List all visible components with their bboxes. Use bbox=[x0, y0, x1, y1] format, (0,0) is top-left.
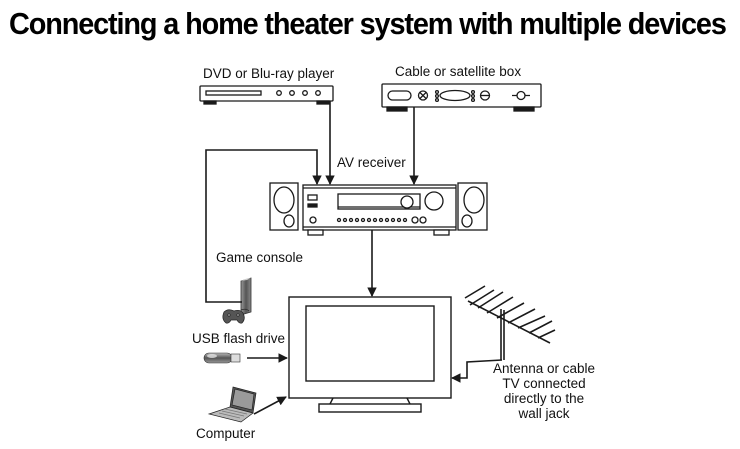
antenna-icon bbox=[464, 285, 556, 360]
dvd-label: DVD or Blu-ray player bbox=[203, 66, 335, 81]
diagram-title: Connecting a home theater system with mu… bbox=[9, 6, 727, 41]
antenna-label: Antenna or cable TV connected directly t… bbox=[488, 361, 600, 421]
set-top-box-icon bbox=[381, 83, 542, 112]
antenna-label-line: Antenna or cable bbox=[492, 361, 596, 376]
usb-drive-icon bbox=[203, 352, 241, 364]
tv-icon bbox=[288, 296, 452, 413]
av-receiver-label: AV receiver bbox=[337, 155, 406, 170]
computer-to-tv-arrow bbox=[253, 396, 287, 415]
receiver-buttons bbox=[336, 216, 427, 224]
usb-drive-label: USB flash drive bbox=[192, 331, 286, 346]
left-speaker-icon bbox=[269, 182, 299, 231]
right-speaker-icon bbox=[457, 182, 488, 231]
antenna-label-line: TV connected bbox=[502, 376, 586, 391]
av-receiver-icon bbox=[302, 184, 457, 236]
game-console-to-receiver-cable bbox=[205, 149, 322, 303]
dvd-player-icon bbox=[199, 85, 334, 105]
game-console-icon bbox=[222, 277, 252, 324]
antenna-label-line: directly to the bbox=[503, 391, 585, 406]
game-console-label: Game console bbox=[216, 250, 304, 265]
antenna-label-line: wall jack bbox=[518, 406, 570, 421]
gamepad-icon bbox=[222, 308, 250, 324]
computer-label: Computer bbox=[196, 426, 256, 441]
laptop-icon bbox=[207, 386, 257, 423]
antenna-to-tv-cable bbox=[451, 359, 503, 383]
cable-box-label: Cable or satellite box bbox=[395, 64, 522, 79]
